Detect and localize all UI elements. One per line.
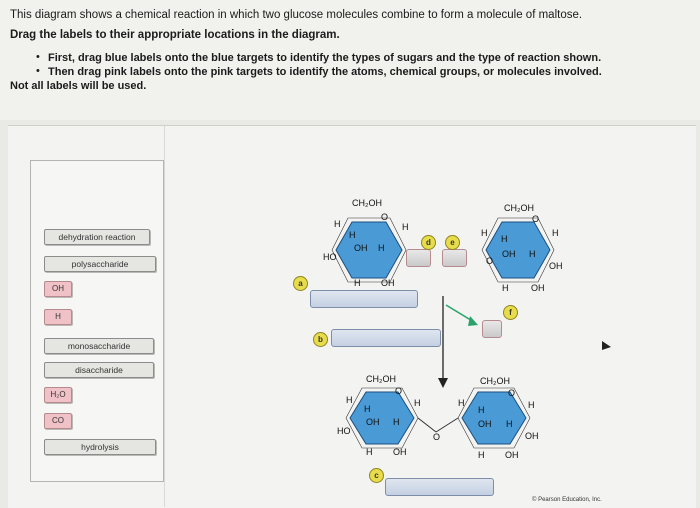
label-oh[interactable]: OH [44, 281, 72, 297]
glucose-ring-top-right [481, 217, 555, 283]
chem-oh: OH [366, 417, 380, 427]
chem-ho: HO [323, 252, 337, 262]
pink-target-f[interactable] [482, 320, 502, 338]
marker-b: b [313, 332, 328, 347]
chem-o: O [433, 432, 441, 442]
chem-ch2oh: CH₂OH [504, 203, 534, 213]
chem-h: H [334, 219, 341, 229]
chem-h: H [529, 249, 536, 259]
chem-oh: OH [478, 419, 492, 429]
chem-h: H [502, 283, 509, 293]
marker-e: e [445, 235, 460, 250]
bullet-1-text: First, drag blue labels onto the blue ta… [48, 52, 602, 64]
chem-o: O [508, 388, 516, 398]
chem-oh: OH [381, 278, 395, 288]
chem-ch2oh: CH₂OH [366, 374, 396, 384]
marker-c: c [369, 468, 384, 483]
bullet-2-text: Then drag pink labels onto the pink targ… [48, 66, 602, 78]
chem-h: H [478, 450, 485, 460]
label-h2o[interactable]: H₂O [44, 387, 72, 403]
chem-h: H [458, 398, 465, 408]
label-polysaccharide[interactable]: polysaccharide [44, 256, 156, 272]
chem-oh: OH [354, 243, 368, 253]
chem-o: O [532, 214, 540, 224]
label-hydrolysis[interactable]: hydrolysis [44, 439, 156, 455]
chem-h: H [346, 395, 353, 405]
intro-text: This diagram shows a chemical reaction i… [10, 9, 583, 21]
chem-h: H [393, 417, 400, 427]
maltose-ring-left [345, 387, 419, 449]
water-arrow-head [468, 316, 478, 326]
glucose-ring-top-left [331, 217, 407, 283]
chem-o: O [486, 256, 494, 266]
panel-divider [164, 126, 165, 507]
chem-oh: OH [393, 447, 407, 457]
chem-oh: OH [525, 431, 539, 441]
reaction-arrow-head [438, 378, 448, 388]
bullet-dot: • [36, 65, 40, 77]
copyright-text: © Pearson Education, Inc. [532, 497, 602, 503]
chem-h: H [414, 398, 421, 408]
chem-oh: OH [502, 249, 516, 259]
label-dehydration-reaction[interactable]: dehydration reaction [44, 229, 150, 245]
label-co[interactable]: CO [44, 413, 72, 429]
chem-oh: OH [549, 261, 563, 271]
pink-target-e[interactable] [442, 249, 467, 267]
glycosidic-bond [417, 417, 437, 433]
chem-h: H [478, 405, 485, 415]
blue-target-b[interactable] [331, 329, 441, 347]
blue-target-c[interactable] [385, 478, 494, 496]
bullet-dot: • [36, 51, 40, 63]
task-text: Drag the labels to their appropriate loc… [10, 29, 340, 41]
chem-h: H [506, 419, 513, 429]
blue-target-a[interactable] [310, 290, 418, 308]
chem-oh: OH [531, 283, 545, 293]
water-arrow [445, 304, 475, 323]
marker-f: f [503, 305, 518, 320]
label-h[interactable]: H [44, 309, 72, 325]
maltose-ring-right [457, 387, 531, 449]
pink-target-d[interactable] [406, 249, 431, 267]
chem-h: H [481, 228, 488, 238]
chem-h: H [501, 234, 508, 244]
chem-h: H [552, 228, 559, 238]
cursor-icon [602, 341, 611, 350]
label-disaccharide[interactable]: disaccharide [44, 362, 154, 378]
chem-h: H [528, 400, 535, 410]
chem-o: O [381, 212, 389, 222]
note-text: Not all labels will be used. [10, 80, 147, 92]
chem-h: H [402, 222, 409, 232]
chem-ch2oh: CH₂OH [480, 376, 510, 386]
chem-ch2oh: CH₂OH [352, 198, 382, 208]
chem-oh: OH [505, 450, 519, 460]
chem-h: H [354, 278, 361, 288]
chem-h: H [349, 230, 356, 240]
chem-ho: HO [337, 426, 351, 436]
marker-a: a [293, 276, 308, 291]
chem-o: O [395, 386, 403, 396]
glycosidic-bond [435, 417, 459, 433]
chem-h: H [366, 447, 373, 457]
marker-d: d [421, 235, 436, 250]
label-monosaccharide[interactable]: monosaccharide [44, 338, 154, 354]
chem-h: H [378, 243, 385, 253]
instructions-panel: This diagram shows a chemical reaction i… [0, 0, 700, 120]
chem-h: H [364, 404, 371, 414]
